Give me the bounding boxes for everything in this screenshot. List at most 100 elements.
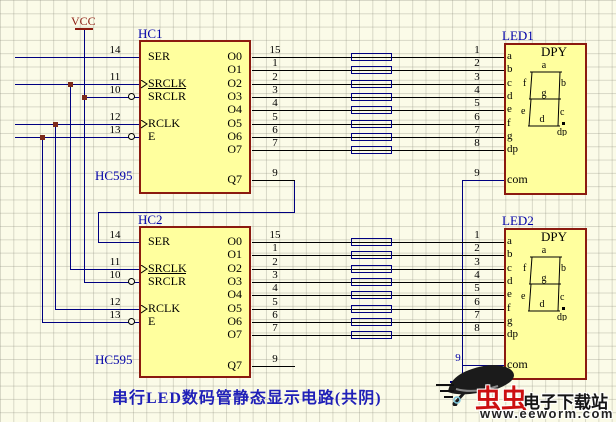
pin-number: 2 <box>474 57 480 69</box>
pin-number: 12 <box>109 111 121 123</box>
wire <box>252 137 504 138</box>
pin-name: dp <box>507 328 518 340</box>
resistor <box>351 238 392 246</box>
wire <box>98 212 295 213</box>
pin-number: 13 <box>109 124 121 136</box>
inversion-bubble <box>128 93 135 100</box>
resistor <box>351 265 392 273</box>
wire <box>252 97 504 98</box>
pin-name: O3 <box>227 274 242 288</box>
pin-name: g <box>507 130 513 142</box>
inversion-bubble <box>128 278 135 285</box>
resistor <box>351 278 392 286</box>
pin-number: 15 <box>269 44 281 56</box>
seg-label-c: c <box>560 292 565 303</box>
wire <box>252 322 504 323</box>
pin-name: O4 <box>227 287 242 301</box>
pin-number: 4 <box>272 97 278 109</box>
resistor <box>351 305 392 313</box>
pin-name: O1 <box>227 247 242 261</box>
pin-name: com <box>507 357 528 371</box>
resistor <box>351 133 392 141</box>
pin-number: 7 <box>272 137 278 149</box>
pin-name: SRCLK <box>148 76 187 90</box>
pin-number: 4 <box>272 282 278 294</box>
resistor <box>351 66 392 74</box>
pin-name: SRCLK <box>148 261 187 275</box>
wire <box>462 180 463 382</box>
pin-number: 4 <box>474 84 480 96</box>
pin-name: SRCLR <box>148 89 187 103</box>
pin-number: 3 <box>272 269 278 281</box>
pin-number: 8 <box>474 137 480 149</box>
pin-number: 6 <box>272 124 278 136</box>
watermark-url: www.eeworm.com <box>480 406 614 421</box>
wire <box>252 295 504 296</box>
wire <box>252 150 504 151</box>
led2-refdes: LED2 <box>502 213 534 228</box>
pin-name: d <box>507 275 513 287</box>
watermark-tagline: 电子下载站 <box>523 393 608 412</box>
pin-number: 8 <box>474 322 480 334</box>
resistor <box>351 331 392 339</box>
wire <box>15 124 140 125</box>
pin-number: 2 <box>272 71 278 83</box>
pin-number: 10 <box>109 84 121 96</box>
pin-name: f <box>507 302 511 314</box>
pin-number: 1 <box>474 44 480 56</box>
pin-number: 5 <box>474 97 480 109</box>
pin-name: O0 <box>227 234 242 248</box>
junction-dot <box>68 82 73 87</box>
wire <box>15 137 140 138</box>
wire <box>15 84 140 85</box>
seven-segment-glyph: a f b g e c d dp <box>521 245 567 321</box>
pin-number: 11 <box>109 256 121 268</box>
pin-name: O1 <box>227 62 242 76</box>
wire <box>15 57 140 58</box>
pin-number: 2 <box>474 242 480 254</box>
wire <box>42 322 140 323</box>
wire <box>98 242 140 243</box>
pin-number: 3 <box>474 71 480 83</box>
seg-label-b: b <box>561 263 566 274</box>
pin-name: O5 <box>227 116 242 130</box>
pin-name: O2 <box>227 261 242 275</box>
pin-name: b <box>507 248 513 260</box>
resistor <box>351 146 392 154</box>
wire <box>252 282 504 283</box>
wire <box>252 57 504 58</box>
pin-number: 4 <box>474 269 480 281</box>
clock-triangle-icon <box>141 120 148 129</box>
seg-label-g: g <box>542 273 547 284</box>
pin-name: SER <box>148 234 171 248</box>
inversion-bubble <box>128 133 135 140</box>
pin-name: RCLK <box>148 301 181 315</box>
pin-name: g <box>507 315 513 327</box>
wire <box>252 309 504 310</box>
pin-name: b <box>507 63 513 75</box>
seg-label-b: b <box>561 78 566 89</box>
seven-segment-glyph: a f b g e c d dp <box>521 60 567 136</box>
watermark-brand: 虫虫 <box>475 385 528 414</box>
pin-number: 6 <box>474 296 480 308</box>
seg-label-dp: dp <box>557 127 567 136</box>
vcc-label: VCC <box>71 14 96 28</box>
wire <box>252 335 504 336</box>
wire <box>462 365 504 366</box>
wire <box>252 269 504 270</box>
hc1-part: HC595 <box>95 168 133 183</box>
pin-name: d <box>507 90 513 102</box>
wire <box>84 29 85 283</box>
wire <box>252 124 504 125</box>
schematic-caption: 串行LED数码管静态显示电路(共阴) <box>112 390 382 407</box>
wire <box>55 124 56 310</box>
wire <box>252 110 504 111</box>
pin-name: RCLK <box>148 116 181 130</box>
pin-number: 5 <box>272 111 278 123</box>
pin-name: e <box>507 103 512 115</box>
clock-triangle-icon <box>141 305 148 314</box>
seg-label-f: f <box>523 78 527 89</box>
pin-number: 1 <box>272 57 278 69</box>
pin-number: 6 <box>272 309 278 321</box>
pin-name: dp <box>507 143 518 155</box>
